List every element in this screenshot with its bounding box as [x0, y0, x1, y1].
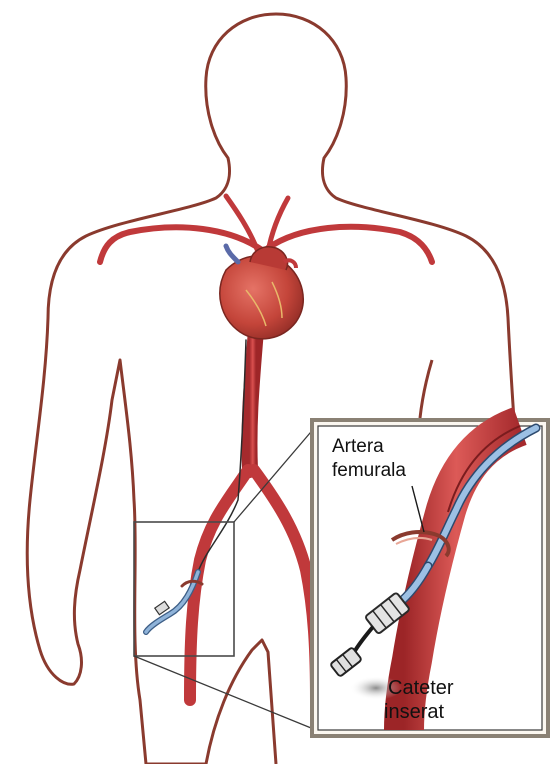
right-arm-inner: [420, 360, 432, 418]
body-outline: [27, 14, 276, 764]
artery-label-line2: femurala: [332, 460, 406, 481]
catheter-label-line1: Cateter: [388, 677, 454, 699]
body-outline-right: [276, 14, 514, 420]
artery-label-line1: Artera: [332, 436, 384, 457]
inset-panel: Artera femurala Cateter inserat: [312, 420, 548, 736]
catheter-label-line2: inserat: [384, 701, 444, 723]
